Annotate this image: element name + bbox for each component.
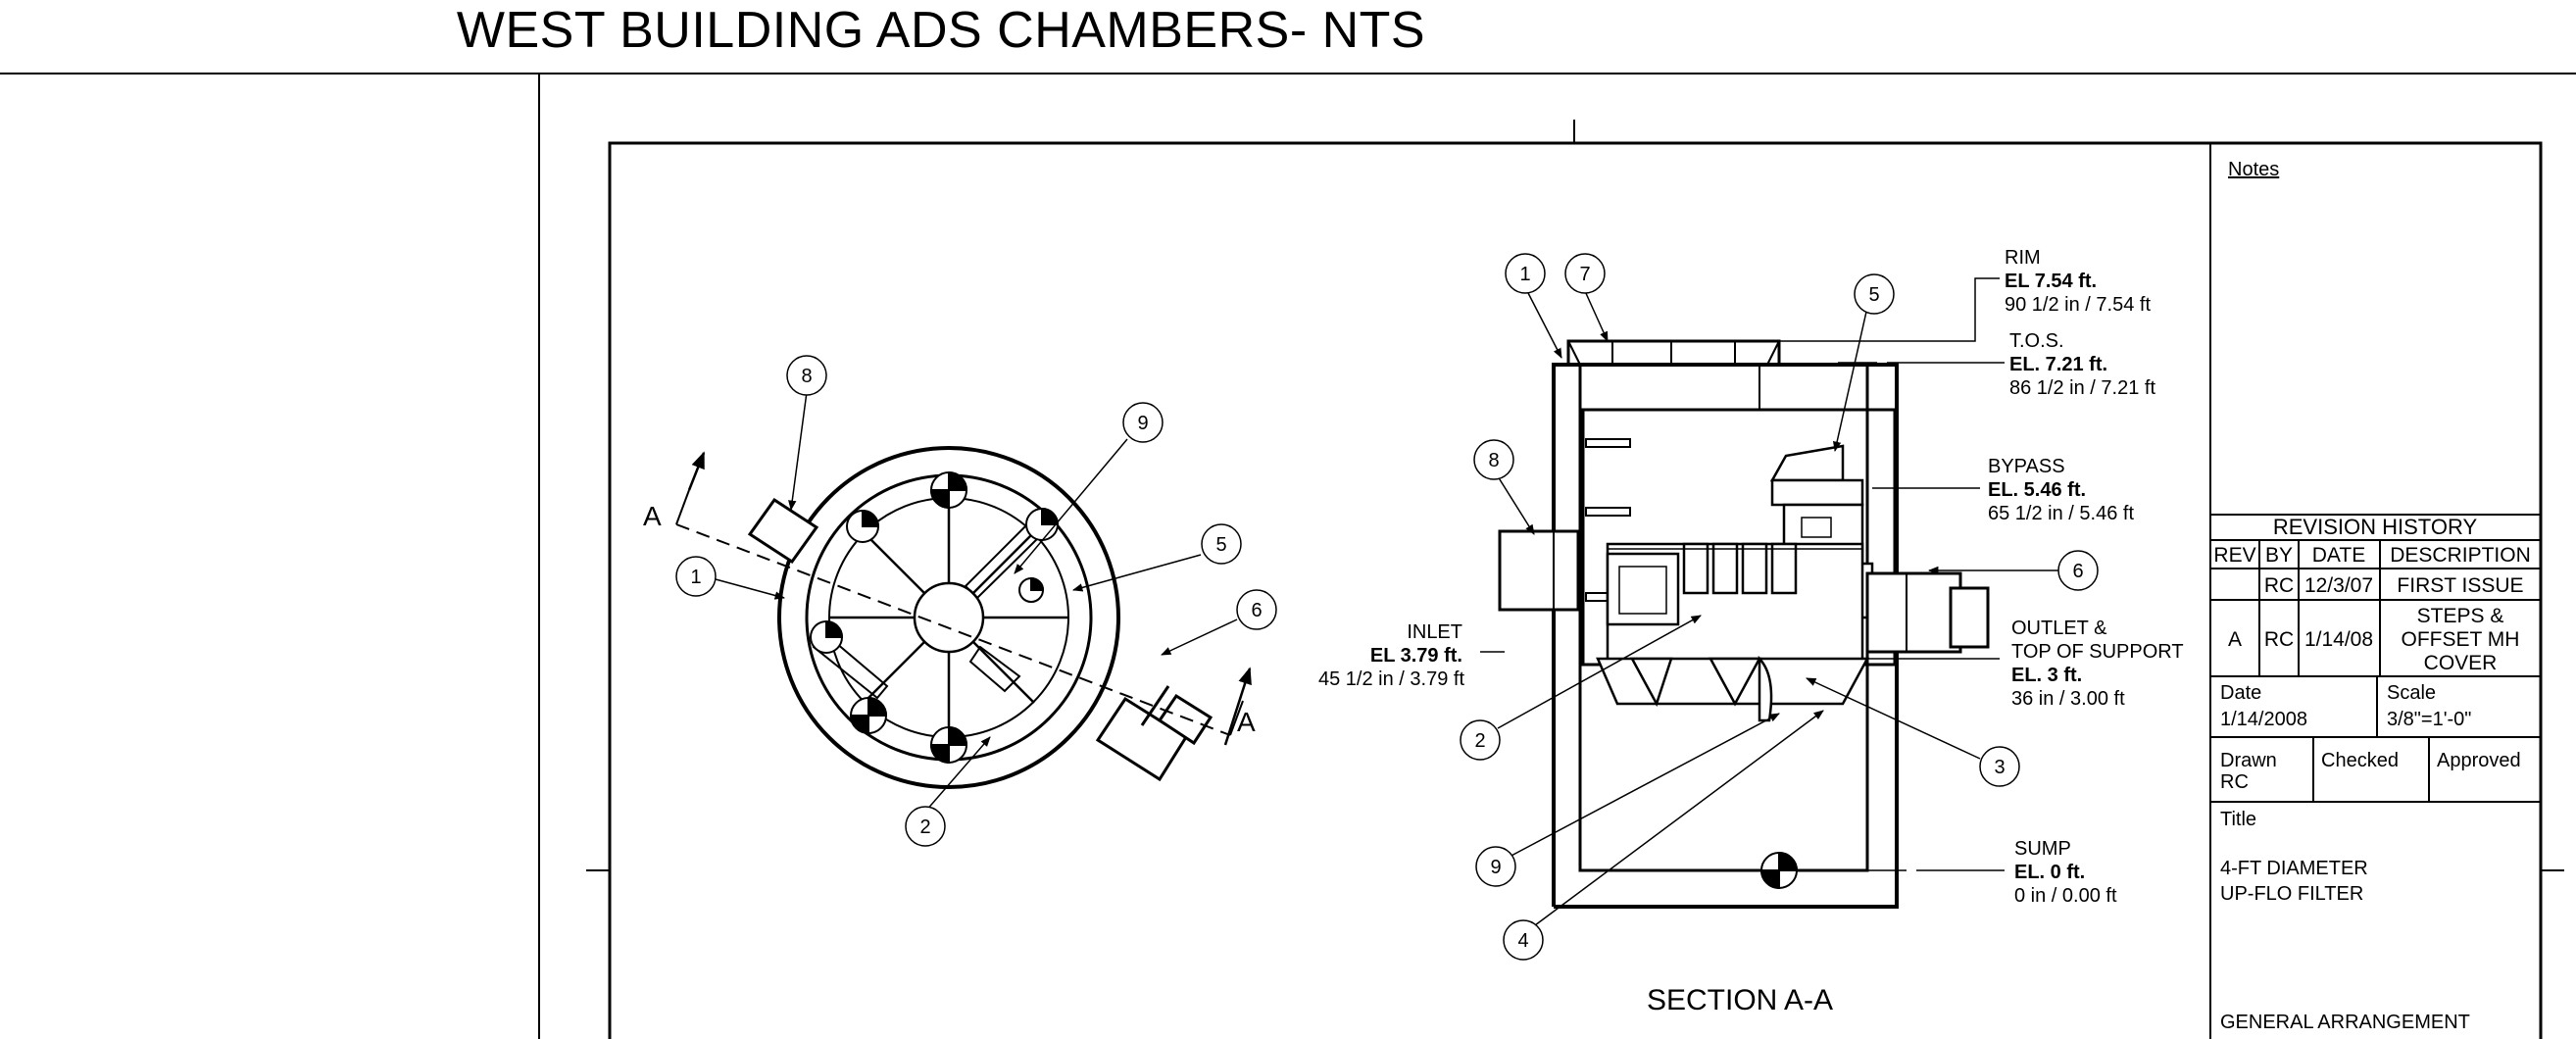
title-divider-line	[0, 73, 2576, 74]
checked-label: Checked	[2321, 750, 2399, 771]
drawn-value: RC	[2220, 771, 2249, 793]
section-callouts	[1460, 253, 2099, 961]
scale-value: 3/8"=1'-0"	[2387, 709, 2471, 730]
drawing-title-line-1: 4-FT DIAMETER	[2220, 858, 2368, 879]
approved-label: Approved	[2437, 750, 2521, 771]
callout-label: 5	[1215, 534, 1226, 556]
plan-callouts	[675, 355, 1277, 847]
bypass-label: BYPASS	[1988, 456, 2065, 477]
by-cell: RC	[2264, 628, 2294, 651]
tos-label: T.O.S.	[2009, 330, 2064, 352]
description-cell: OFFSET MH	[2402, 628, 2520, 651]
callout-label: 9	[1490, 857, 1501, 878]
section-marker-a-right: A	[1237, 707, 1256, 737]
callout-label: 4	[1517, 930, 1528, 952]
date-value: 1/14/2008	[2220, 709, 2307, 730]
filter-modules	[1596, 542, 1870, 722]
sheet-label: GENERAL ARRANGEMENT	[2220, 1012, 2470, 1033]
callout-label: 9	[1137, 413, 1148, 434]
drawing-title-line-2: UP-FLO FILTER	[2220, 883, 2363, 905]
callout-label: 7	[1579, 264, 1590, 285]
callout-label: 8	[801, 366, 812, 387]
plan-view: A A 8 9 5 1 6 2	[643, 355, 1277, 847]
section-leaders	[1497, 290, 2058, 929]
section-pipes	[1498, 529, 1990, 654]
callout-label: 2	[1474, 730, 1485, 752]
outlet-dimension: 36 in / 3.00 ft	[2011, 688, 2125, 710]
plan-leaders	[715, 391, 1238, 813]
drawn-label: Drawn	[2220, 750, 2277, 771]
section-marker-a-left: A	[643, 501, 662, 531]
revision-history-header: REVISION HISTORY	[2273, 515, 2478, 539]
sump-marker	[1759, 851, 1799, 890]
callout-label: 8	[1488, 450, 1499, 471]
col-by: BY	[2265, 544, 2293, 567]
outlet-elevation: EL. 3 ft.	[2011, 665, 2082, 686]
sump-dimension: 0 in / 0.00 ft	[2014, 885, 2117, 907]
callout-label: 3	[1994, 757, 2005, 778]
rim-elevation: EL 7.54 ft.	[2005, 271, 2097, 292]
inlet-label: INLET	[1407, 621, 1462, 643]
callout-label: 1	[690, 567, 701, 588]
rev-cell: A	[2228, 628, 2242, 651]
date-cell: 12/3/07	[2304, 574, 2373, 597]
elevation-labels: RIM EL 7.54 ft. 90 1/2 in / 7.54 ft T.O.…	[1318, 247, 2184, 907]
scale-label: Scale	[2387, 682, 2436, 704]
notes-label: Notes	[2228, 159, 2279, 180]
tos-dimension: 86 1/2 in / 7.21 ft	[2009, 377, 2155, 399]
inlet-dimension: 45 1/2 in / 3.79 ft	[1318, 668, 1464, 690]
by-cell: RC	[2264, 574, 2294, 597]
date-cell: 1/14/08	[2304, 628, 2373, 651]
section-title: SECTION A-A	[1647, 984, 1833, 1016]
tos-elevation: EL. 7.21 ft.	[2009, 354, 2107, 375]
section-view: 1 7 5 8 6 2 3 9 4 RIM EL 7.54 ft. 90 1/2…	[1318, 247, 2184, 1016]
description-cell: FIRST ISSUE	[2397, 574, 2523, 597]
title-block: Notes REVISION HISTORY REV BY DATE DESCR…	[2209, 143, 2541, 1039]
date-label: Date	[2220, 682, 2261, 704]
callout-label: 2	[919, 816, 930, 838]
callout-label: 1	[1519, 264, 1530, 285]
page-title: WEST BUILDING ADS CHAMBERS- NTS	[456, 2, 1426, 59]
sump-elevation: EL. 0 ft.	[2014, 862, 2085, 883]
outlet-label: OUTLET &	[2011, 618, 2107, 639]
section-cut-line	[675, 451, 1252, 746]
col-date: DATE	[2312, 544, 2365, 567]
callout-label: 6	[2072, 561, 2083, 582]
sheet-border	[586, 120, 2564, 1039]
outlet-label-2: TOP OF SUPPORT	[2011, 641, 2184, 663]
description-cell: COVER	[2424, 652, 2498, 674]
inlet-elevation: EL 3.79 ft.	[1370, 645, 1462, 667]
plan-pipes	[747, 497, 1214, 782]
callout-label: 6	[1251, 600, 1262, 621]
description-cell: STEPS &	[2417, 605, 2504, 627]
rim-dimension: 90 1/2 in / 7.54 ft	[2005, 294, 2151, 316]
left-panel-divider	[538, 73, 540, 1039]
bypass-dimension: 65 1/2 in / 5.46 ft	[1988, 503, 2134, 524]
col-rev: REV	[2213, 544, 2255, 567]
bypass-elevation: EL. 5.46 ft.	[1988, 479, 2086, 501]
elevation-leaders	[1480, 277, 2005, 871]
rim-label: RIM	[2005, 247, 2041, 269]
title-label: Title	[2220, 809, 2256, 830]
col-description: DESCRIPTION	[2390, 544, 2531, 567]
plan-step-wheels	[810, 470, 1060, 765]
callout-label: 5	[1868, 284, 1879, 306]
sump-label: SUMP	[2014, 838, 2071, 860]
